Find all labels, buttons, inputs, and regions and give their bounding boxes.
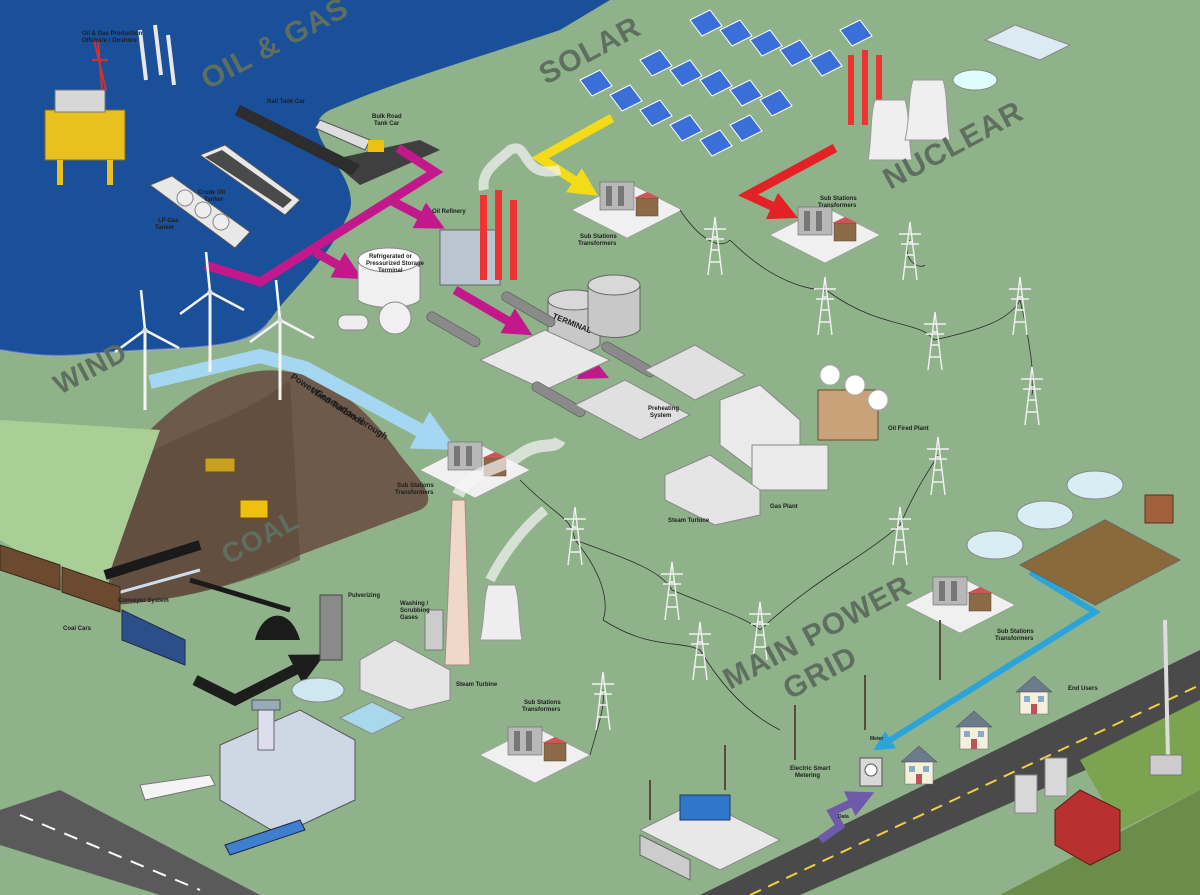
label-pulverizing: Pulverizing (348, 593, 380, 599)
nuclear-plant (848, 24, 1072, 161)
coal-flow (192, 654, 325, 707)
label-lp-gas-1: LP Gas (158, 218, 179, 224)
wind-flow (148, 348, 457, 450)
label-transformers-coal: Transformers (522, 707, 561, 713)
label-storage-2: Pressurized Storage (366, 261, 425, 267)
label-crude-oil-1: Crude Oil (198, 190, 225, 196)
smart-meter (859, 757, 883, 787)
water-flow (873, 569, 1101, 751)
water-treatment (966, 470, 1182, 606)
runway (0, 790, 260, 895)
label-data-tag: Data (838, 814, 849, 820)
farm (1014, 757, 1121, 866)
label-sub-stations-coal: Sub Stations (524, 700, 561, 706)
cell-tower (1149, 619, 1183, 776)
oil-gas-flow-terminal (452, 286, 533, 336)
label-bulk-road-1: Bulk Road (372, 114, 402, 120)
oil-gas-flow-refinery (387, 196, 445, 229)
data-flow (817, 791, 875, 844)
steam-turbine-gas (664, 454, 761, 526)
label-conveyor-system: Conveyor System (118, 598, 169, 604)
oil-gas-flow-storage (312, 248, 363, 280)
label-oil-refinery: Oil Refinery (432, 209, 466, 215)
oil-refinery (439, 143, 562, 286)
label-preheating-1: Preheating (648, 406, 679, 412)
label-sub-stations-grid: Sub Stations (997, 629, 1034, 635)
label-crude-oil-2: Tanker (204, 197, 224, 203)
onshore-rigs (138, 24, 176, 86)
label-steam-turbine-coal: Steam Turbine (456, 682, 498, 688)
label-washing-3: Gases (400, 615, 419, 621)
offshore-platform (44, 39, 126, 185)
terminal-tanks (478, 274, 641, 391)
crude-oil-tanker (198, 144, 301, 216)
solar-flow (531, 114, 615, 196)
label-meter-tag: Meter (870, 736, 883, 742)
rail-tank-car (235, 105, 360, 175)
label-steam-turbine-gas: Steam Turbine (668, 518, 710, 524)
label-transformers-solar: Transformers (578, 241, 617, 247)
label-coal-cars: Coal Cars (63, 626, 92, 632)
preheating-system (573, 344, 747, 441)
coal-train (0, 544, 186, 666)
gas-plant (719, 384, 829, 491)
bulk-road-tank-car (314, 119, 384, 152)
sea (0, 0, 610, 356)
label-bulk-road-2: Tank Car (374, 121, 400, 127)
label-transformers-nuclear: Transformers (818, 203, 857, 209)
label-gas-plant: Gas Plant (770, 504, 798, 510)
label-oil-gas-production-1: Oil & Gas Production (82, 31, 143, 37)
label-sub-stations-nuclear: Sub Stations (820, 196, 857, 202)
label-rail-tank-car: Rail Tank Car (267, 99, 306, 105)
label-washing-2: Scrubbing (400, 608, 430, 614)
utility-poles (649, 620, 941, 820)
power-lines (519, 209, 1034, 756)
nuclear-flow (737, 144, 838, 220)
label-smart-metering-2: Metering (795, 773, 820, 779)
label-end-users: End Users (1068, 686, 1098, 692)
conveyor-system (103, 540, 291, 613)
gas-station (638, 794, 782, 881)
airport (139, 699, 356, 856)
label-smart-metering-1: Electric Smart (790, 766, 830, 772)
oil-fired-plant (817, 364, 889, 441)
label-storage-1: Refrigerated or (369, 254, 413, 260)
label-storage-3: Terminal (378, 268, 403, 274)
label-sub-stations-solar: Sub Stations (580, 234, 617, 240)
label-sub-stations-wind: Sub Stations (397, 483, 434, 489)
lp-gas-tanker (148, 175, 251, 249)
label-transformers-wind: Transformers (395, 490, 434, 496)
storage-terminal (337, 247, 421, 335)
label-oil-gas-production-2: Offshore / Onshore (82, 38, 137, 44)
label-oil-fired-plant: Oil Fired Plant (888, 426, 929, 432)
coal-plant (255, 436, 566, 735)
oil-gas-flow-main (203, 144, 444, 287)
label-washing-1: Washing / (400, 601, 428, 607)
label-lp-gas-2: Tanker (155, 225, 175, 231)
label-preheating-2: System (650, 413, 671, 419)
mine-equipment (204, 457, 269, 519)
label-transformers-grid: Transformers (995, 636, 1034, 642)
